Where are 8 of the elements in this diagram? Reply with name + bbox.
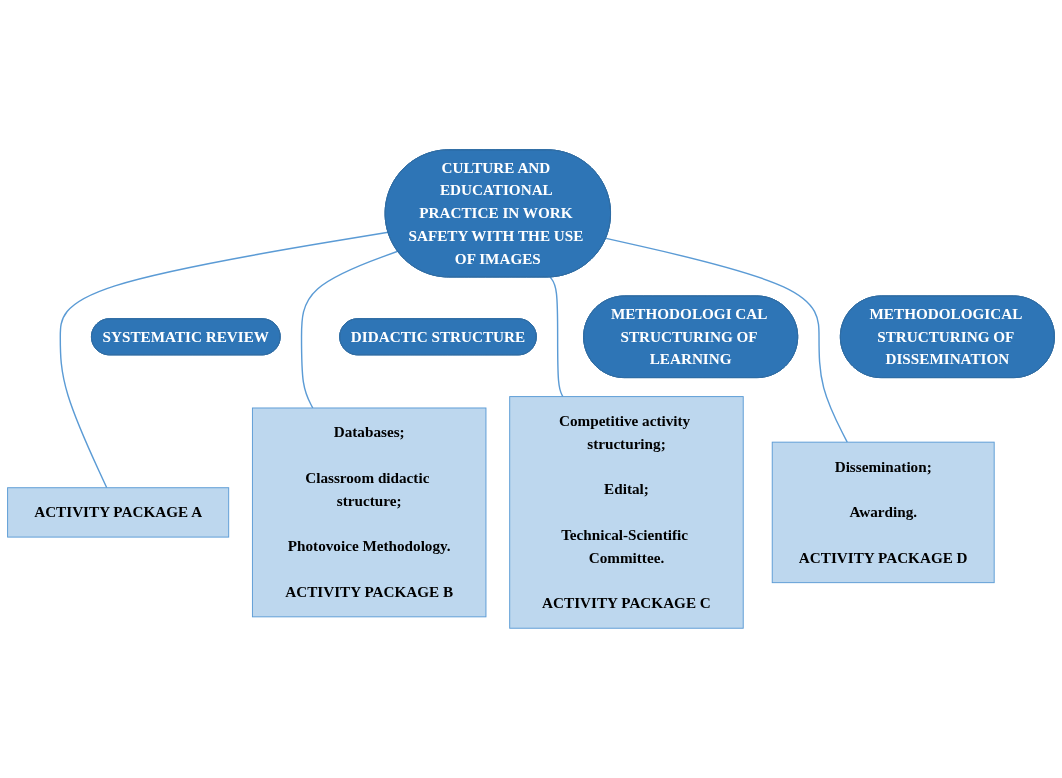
connector xyxy=(59,231,389,489)
node-box: ACTIVITY PACKAGE A xyxy=(7,487,230,538)
connector xyxy=(549,276,564,398)
node-box: Dissemination; Awarding. ACTIVITY PACKAGE D xyxy=(771,441,995,584)
node-box: Competitive activity structuring; Edital; Technical-Scientific Committee. ACTIVITY PACKAGE C xyxy=(509,396,744,629)
connector xyxy=(605,237,848,443)
node-box: Databases; Classroom didactic structure; Photovoice Methodology. ACTIVITY PACKAGE B xyxy=(251,407,487,618)
connector xyxy=(300,250,399,409)
